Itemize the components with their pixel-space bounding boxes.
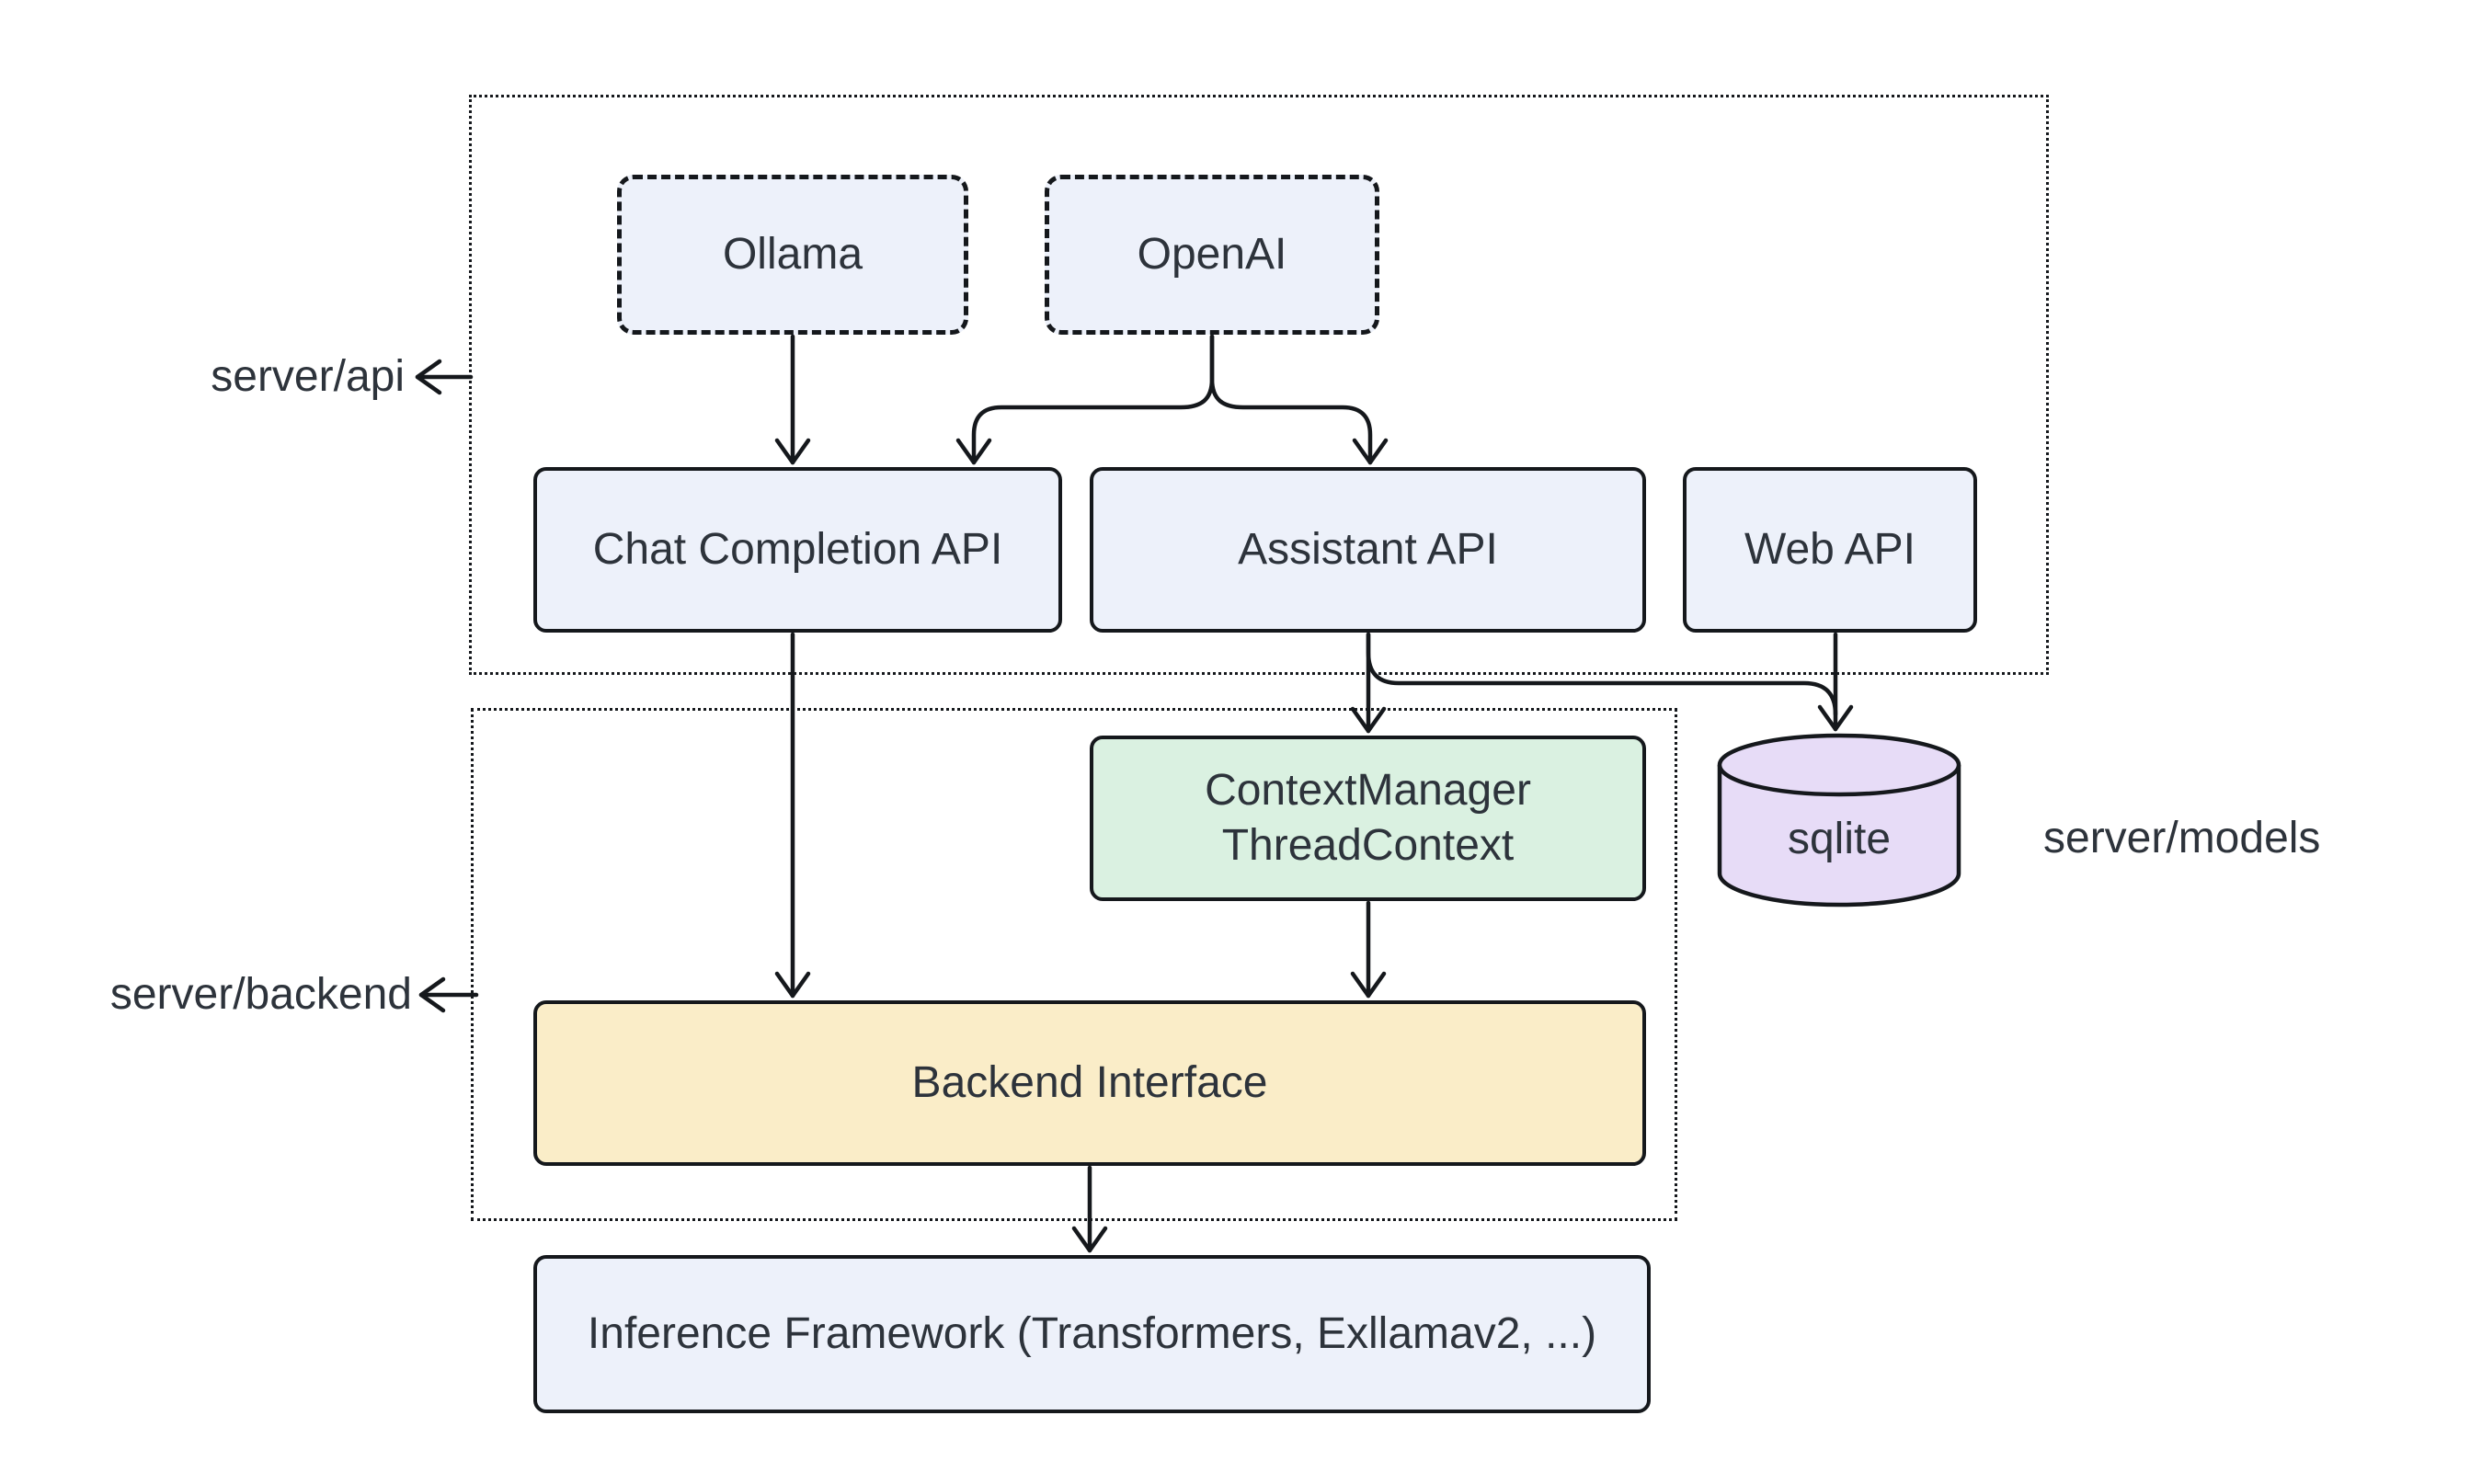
node-ollama-label: Ollama: [722, 230, 863, 279]
container-server-api: [469, 95, 2049, 675]
label-server-backend: server/backend: [109, 970, 412, 1019]
node-context-manager-line1: ContextManager: [1205, 766, 1531, 815]
label-server-models: server/models: [2043, 814, 2321, 862]
node-sqlite-label: sqlite: [1787, 814, 1892, 863]
node-chat-completion-api: Chat Completion API: [533, 467, 1062, 633]
node-ollama: Ollama: [617, 175, 968, 335]
node-assistant-api: Assistant API: [1090, 467, 1646, 633]
node-web-api-label: Web API: [1744, 525, 1915, 574]
node-context-manager: ContextManager ThreadContext: [1090, 736, 1646, 901]
node-backend-interface: Backend Interface: [533, 1000, 1646, 1166]
container-server-backend: [471, 708, 1677, 1221]
label-server-api: server/api: [211, 352, 405, 401]
node-sqlite: sqlite: [1720, 796, 1959, 881]
node-inference-framework-label: Inference Framework (Transformers, Exlla…: [587, 1309, 1597, 1358]
node-context-manager-line2: ThreadContext: [1221, 821, 1515, 870]
node-inference-framework: Inference Framework (Transformers, Exlla…: [533, 1255, 1651, 1413]
node-web-api: Web API: [1683, 467, 1977, 633]
node-openai: OpenAI: [1045, 175, 1379, 335]
node-assistant-api-label: Assistant API: [1238, 525, 1498, 574]
node-backend-interface-label: Backend Interface: [911, 1058, 1268, 1107]
node-openai-label: OpenAI: [1137, 230, 1287, 279]
node-chat-completion-api-label: Chat Completion API: [592, 525, 1003, 574]
